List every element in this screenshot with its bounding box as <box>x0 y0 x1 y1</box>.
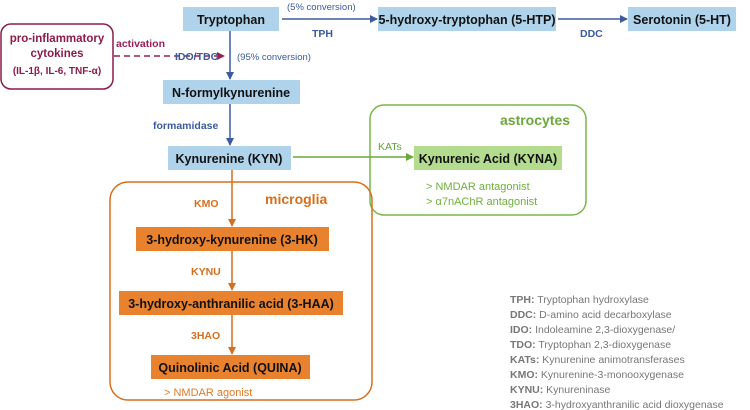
legend-entry: DDC: D-amino acid decarboxylase <box>510 309 672 321</box>
legend: TPH: Tryptophan hydroxylase DDC: D-amino… <box>510 294 724 410</box>
node-tryptophan-box <box>183 7 279 31</box>
enzyme-kmo: KMO <box>194 198 219 210</box>
microglia-region <box>109 181 373 401</box>
cytokines-line1: pro-inflammatory <box>10 33 105 45</box>
node-htp: 5-hydroxy-tryptophan (5-HTP) <box>378 13 555 27</box>
enzyme-ddc: DDC <box>580 28 603 40</box>
cytokines-box <box>0 23 114 90</box>
node-hk: 3-hydroxy-kynurenine (3-HK) <box>146 233 318 247</box>
astrocytes-label: astrocytes <box>500 112 570 128</box>
legend-entry: 3HAO: 3-hydroxyanthranilic acid dioxygen… <box>510 399 724 410</box>
node-quina-box <box>151 355 310 379</box>
node-htp-box <box>378 7 556 31</box>
kyna-note-a7nachr: > α7nAChR antagonist <box>426 196 537 208</box>
node-serotonin: Serotonin (5-HT) <box>633 13 731 27</box>
node-haa-box <box>119 291 343 315</box>
node-serotonin-box <box>628 7 736 31</box>
enzyme-tph: TPH <box>312 28 333 40</box>
enzyme-kynu: KYNU <box>191 266 221 278</box>
legend-entry: TPH: Tryptophan hydroxylase <box>510 294 649 306</box>
node-kyn-box <box>168 146 291 170</box>
microglia-label: microglia <box>265 191 327 207</box>
activation-label: activation <box>116 38 165 50</box>
enzyme-kats: KATs <box>378 141 402 153</box>
legend-entry: TDO: Tryptophan 2,3-dioxygenase <box>510 339 671 351</box>
legend-entry: KMO: Kynurenine-3-monooxygenase <box>510 369 684 381</box>
node-nfk: N-formylkynurenine <box>172 86 290 100</box>
node-hk-box <box>136 227 329 251</box>
kyna-note-nmdar: > NMDAR antagonist <box>426 181 530 193</box>
conversion-95pct: (95% conversion) <box>237 52 311 63</box>
node-tryptophan: Tryptophan <box>197 13 265 27</box>
cytokines-line2: cytokines <box>30 48 83 60</box>
enzyme-ido-tdo: IDO/TDO <box>175 51 219 63</box>
node-kyna-box <box>414 146 562 170</box>
node-kyn: Kynurenine (KYN) <box>176 152 283 166</box>
node-kyna: Kynurenic Acid (KYNA) <box>419 152 557 166</box>
quina-note-nmdar: > NMDAR agonist <box>164 387 252 399</box>
legend-entry: KYNU: Kynureninase <box>510 384 611 396</box>
enzyme-3hao: 3HAO <box>191 330 220 342</box>
node-quina: Quinolinic Acid (QUINA) <box>158 361 301 375</box>
astrocytes-region <box>369 104 587 216</box>
cytokines-line3: (IL-1β, IL-6, TNF-α) <box>13 66 101 77</box>
conversion-5pct: (5% conversion) <box>287 2 356 13</box>
legend-entry: IDO: Indoleamine 2,3-dioxygenase/ <box>510 324 675 336</box>
legend-entry: KATs: Kynurenine animotransferases <box>510 354 685 366</box>
node-nfk-box <box>163 80 300 104</box>
enzyme-formamidase: formamidase <box>153 120 219 132</box>
node-haa: 3-hydroxy-anthranilic acid (3-HAA) <box>128 297 334 311</box>
